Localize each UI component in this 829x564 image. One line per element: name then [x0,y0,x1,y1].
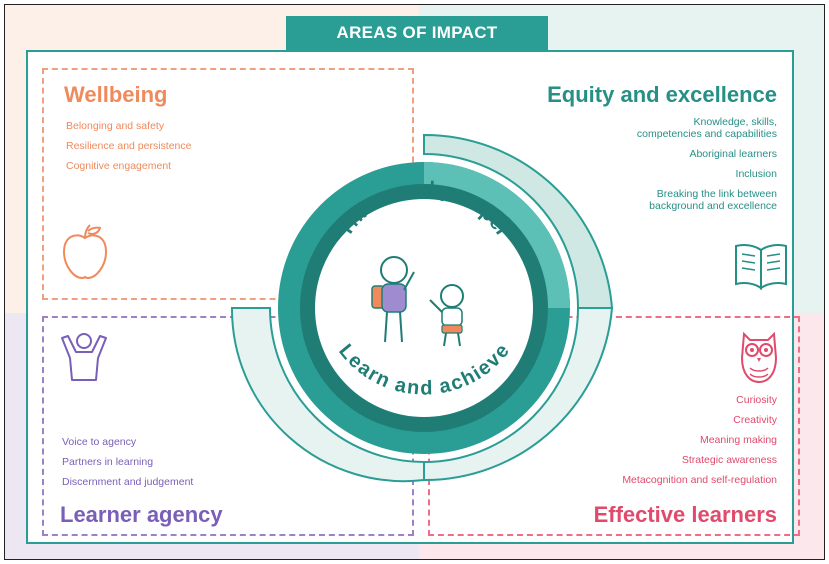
equity-item: Breaking the link between background and… [637,188,777,212]
effective-learners-item: Meaning making [699,434,777,446]
equity-item-line: Aboriginal learners [689,148,777,160]
equity-item: Knowledge, skills, competencies and capa… [637,116,777,140]
wellbeing-title: Wellbeing [64,82,168,107]
apple-icon [62,224,108,280]
effective-learners-item: Metacognition and self-regulation [622,474,777,486]
open-book-icon [735,244,787,290]
wellbeing-list: Belonging and safety Resilience and pers… [66,116,192,176]
learner-agency-list: Voice to agency Partners in learning Dis… [62,432,193,492]
effective-learners-item: Creativity [733,414,777,426]
owl-icon [740,331,778,384]
equity-item-line: Breaking the link between [656,188,777,200]
effective-learners-item: Curiosity [736,394,777,406]
wellbeing-item: Resilience and persistence [66,140,192,152]
equity-list: Knowledge, skills, competencies and capa… [637,116,777,220]
wellbeing-item: Belonging and safety [66,120,165,132]
equity-item-line: Knowledge, skills, [693,116,777,128]
outer-arc-bottom-right [423,307,614,482]
equity-item: Inclusion [637,168,777,180]
equity-item: Aboriginal learners [637,148,777,160]
effective-learners-title: Effective learners [593,502,777,527]
two-children-icon [371,256,464,347]
inner-white-circle [313,197,535,419]
equity-item-line: competencies and capabilities [636,128,777,140]
learner-agency-item: Discernment and judgement [62,476,194,488]
learner-agency-item: Partners in learning [62,456,154,468]
outer-arc-bottom-left [230,307,425,483]
areas-of-impact-banner: AREAS OF IMPACT [286,16,548,50]
person-arms-up-icon [61,333,107,381]
equity-item-line: background and excellence [649,200,777,212]
effective-learners-list: Curiosity Creativity Meaning making Stra… [622,390,777,490]
equity-title: Equity and excellence [547,82,777,107]
equity-item-line: Inclusion [735,168,777,180]
learner-agency-item: Voice to agency [62,436,137,448]
wellbeing-item: Cognitive engagement [66,160,172,172]
learner-agency-title: Learner agency [60,502,223,527]
effective-learners-item: Strategic awareness [681,454,777,466]
